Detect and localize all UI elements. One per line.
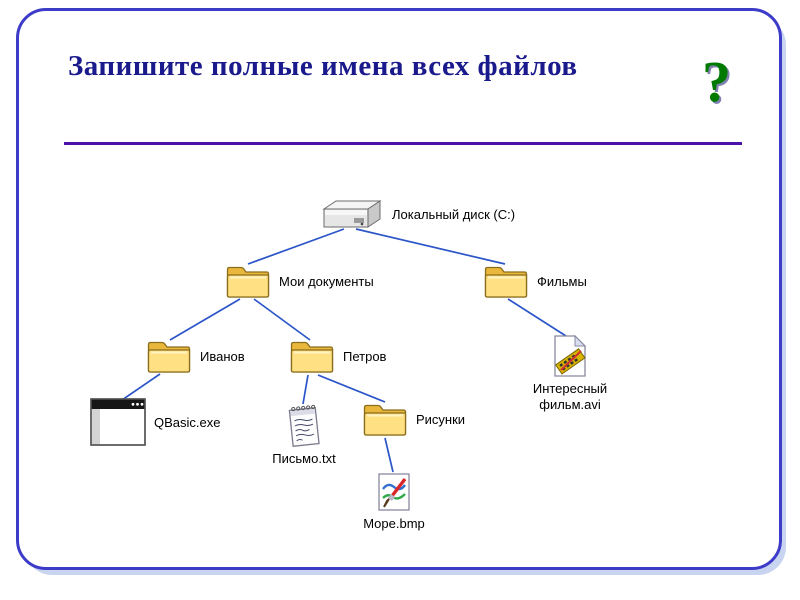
sea-label: Море.bmp bbox=[363, 516, 425, 531]
tree-node-films: Фильмы bbox=[483, 263, 587, 299]
petrov-label: Петров bbox=[343, 348, 387, 364]
disk-label: Локальный диск (C:) bbox=[392, 206, 516, 222]
folder-icon bbox=[146, 338, 192, 374]
ivanov-label: Иванов bbox=[200, 348, 245, 364]
tree-node-sea: Море.bmp bbox=[352, 471, 436, 532]
app-window-icon bbox=[90, 398, 146, 446]
pictures-label: Рисунки bbox=[416, 411, 466, 427]
tree-node-ivanov: Иванов bbox=[146, 338, 245, 374]
folder-icon bbox=[362, 401, 408, 437]
hard-disk-icon bbox=[318, 198, 384, 230]
question-mark: ? bbox=[702, 49, 731, 114]
qbasic-label: QBasic.exe bbox=[154, 414, 221, 430]
tree-node-my-documents: Мои документы bbox=[225, 263, 374, 299]
slide-title: Запишите полные имена всех файлов bbox=[68, 50, 578, 82]
letter-label: Письмо.txt bbox=[272, 451, 336, 466]
tree-node-pictures: Рисунки bbox=[362, 401, 465, 437]
notepad-icon bbox=[285, 400, 324, 449]
video-file-icon bbox=[551, 334, 589, 378]
paint-image-icon bbox=[375, 471, 413, 513]
title-underline bbox=[64, 142, 742, 145]
folder-icon bbox=[483, 263, 529, 299]
tree-node-qbasic: QBasic.exe bbox=[90, 398, 220, 446]
film-avi-label: Интересный фильм.avi bbox=[532, 381, 608, 413]
folder-icon bbox=[225, 263, 271, 299]
tree-node-petrov: Петров bbox=[289, 338, 386, 374]
folder-icon bbox=[289, 338, 335, 374]
films-label: Фильмы bbox=[537, 273, 587, 289]
tree-node-film-avi: Интересный фильм.avi bbox=[524, 334, 616, 414]
my-documents-label: Мои документы bbox=[279, 273, 374, 289]
tree-node-letter: Письмо.txt bbox=[264, 402, 344, 467]
tree-node-disk: Локальный диск (C:) bbox=[318, 198, 515, 230]
